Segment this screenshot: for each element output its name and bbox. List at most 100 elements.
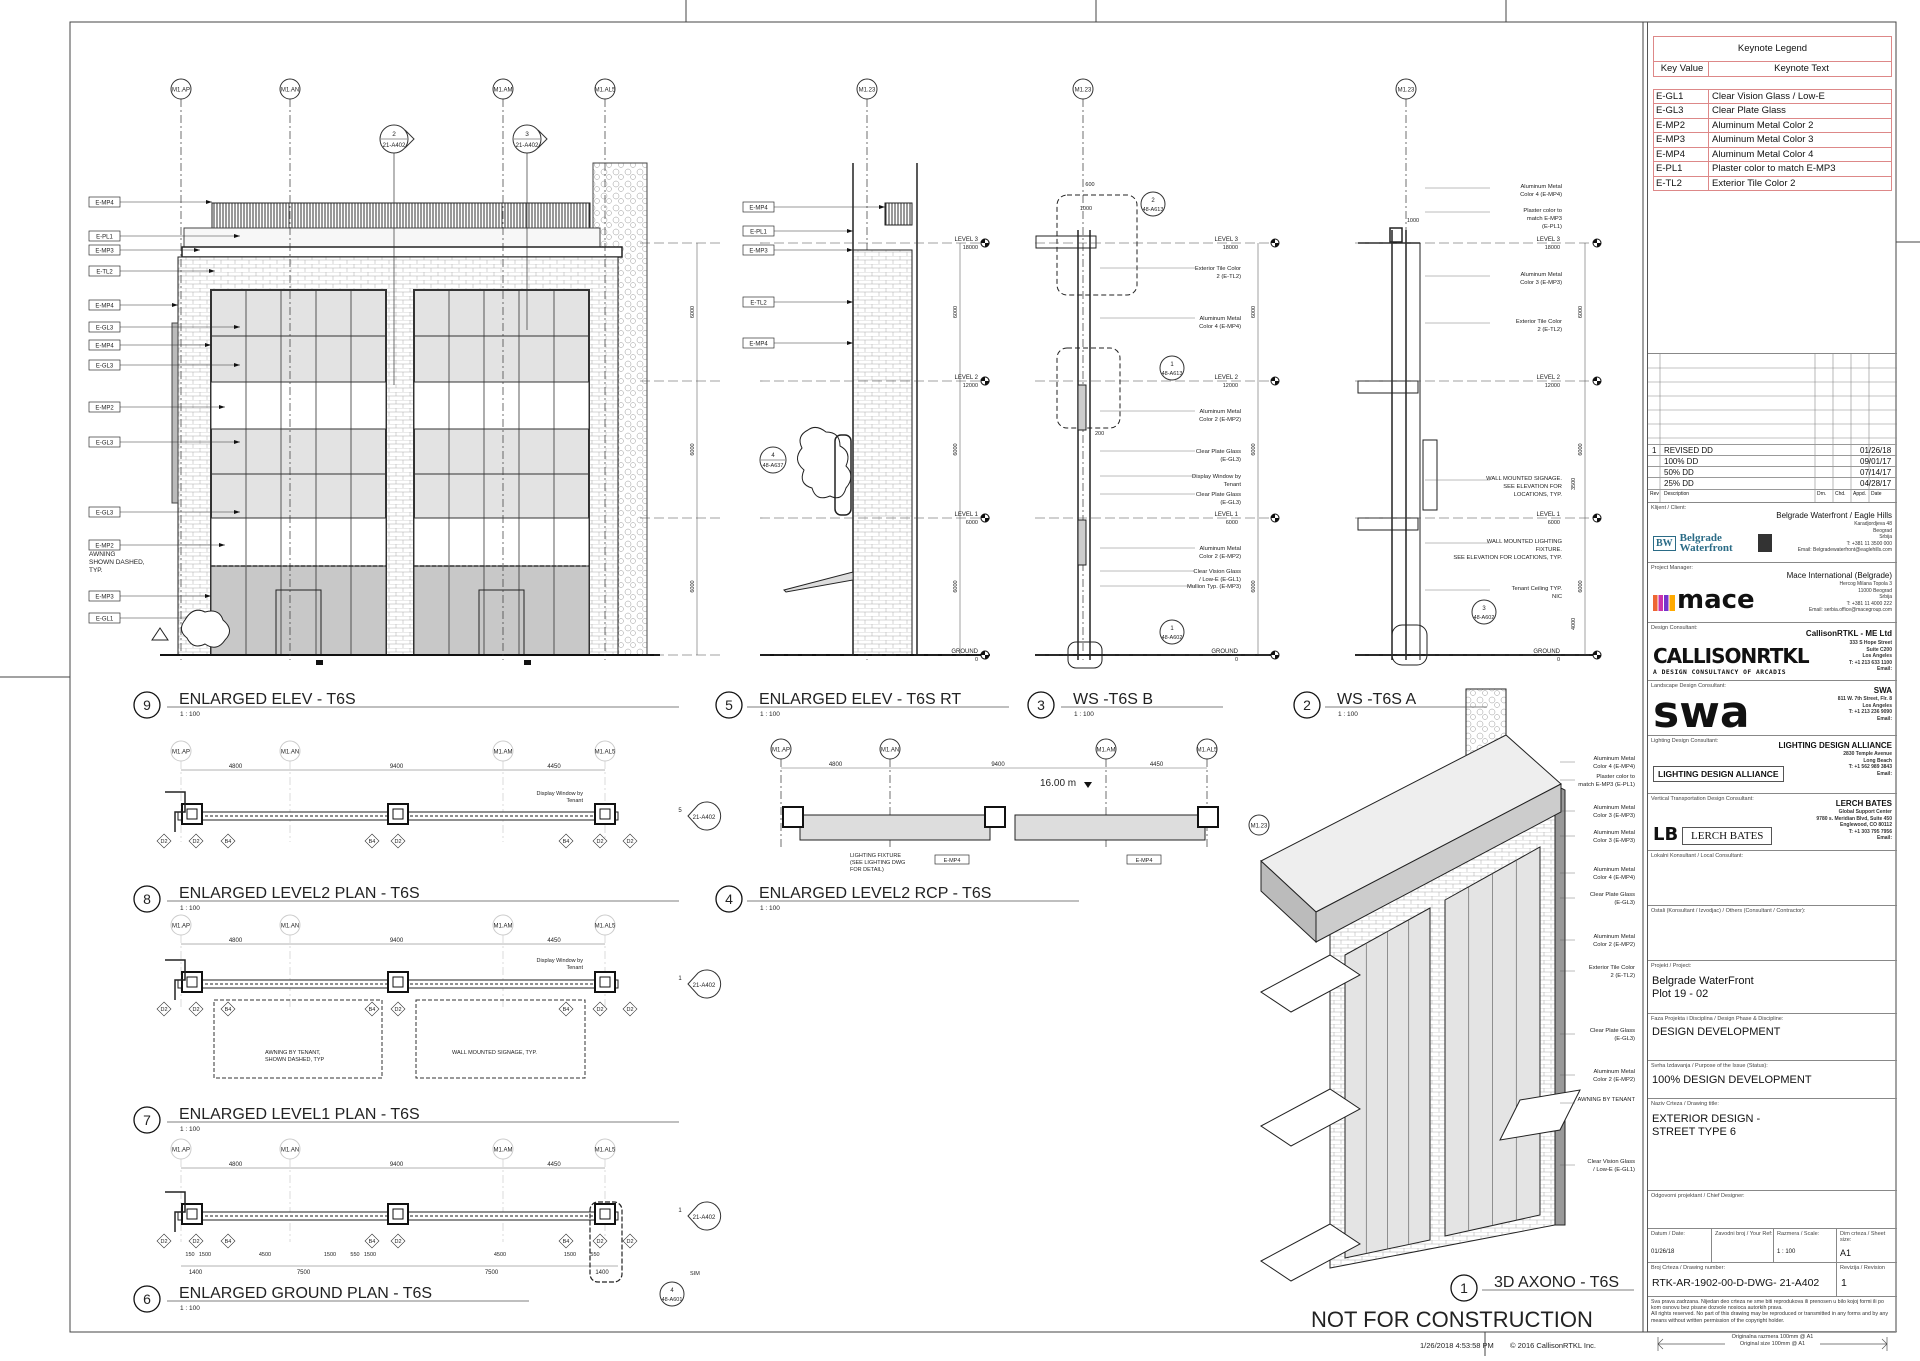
- view-scale: 1 : 100: [180, 1126, 200, 1133]
- callout-number: 3: [525, 131, 529, 138]
- dimension-value: 4800: [829, 762, 843, 768]
- ceiling-band: [799, 814, 991, 841]
- revision-description: REVISED DD: [1664, 446, 1713, 455]
- level-name: LEVEL 3: [1215, 237, 1239, 243]
- view-scale: 1 : 100: [180, 711, 200, 718]
- dimension-value: 4450: [547, 1162, 561, 1168]
- wall-section-note: 2 (E-TL2): [1538, 327, 1563, 333]
- detail-callout-icon: [1159, 355, 1185, 381]
- address-line: T: +381 11 3500 000: [1846, 540, 1892, 547]
- revision-date: 09/01/17: [1860, 457, 1892, 466]
- plan-tag: D2: [626, 1007, 633, 1013]
- view-scale: 1 : 100: [760, 711, 780, 718]
- address-line: Beograd: [1873, 527, 1892, 534]
- dimension-value: 6000: [1251, 306, 1257, 318]
- awning-outline: [213, 999, 383, 1079]
- grid-label: M1.23: [1075, 88, 1092, 94]
- view-title: ENLARGED LEVEL1 PLAN - T6S: [179, 1106, 420, 1123]
- callout-sheet: 21-A402: [383, 143, 406, 149]
- transom-band: [210, 517, 387, 567]
- drawing-number-label: Broj Crteza / Drawing number:: [1651, 1265, 1725, 1271]
- plan-tag: D2: [394, 1239, 401, 1245]
- elevation-9-awning-note: AWNING SHOWN DASHED, TYP.: [89, 551, 230, 648]
- dimension-value: 7500: [297, 1270, 311, 1276]
- dimension-value: 6000: [1578, 306, 1584, 318]
- plan-tag-icon: [220, 1001, 236, 1017]
- level-elevation: 12000: [963, 383, 978, 389]
- eagle-hills-logo-icon: [1757, 534, 1772, 552]
- wall-section-note: Mullion Typ. (E-MP3): [1187, 584, 1241, 590]
- shopfront-glass: [210, 565, 387, 656]
- column-core: [599, 808, 611, 820]
- axo-note: AWNING BY TENANT: [1577, 1097, 1635, 1103]
- grid-bubble: [170, 78, 192, 100]
- callout-number: 1: [1170, 626, 1174, 632]
- wall-section-note: Color 3 (E-MP3): [1520, 280, 1562, 286]
- dimension-value: 1500: [564, 1252, 576, 1258]
- view-number-icon: [133, 1285, 161, 1313]
- purpose-section: Svrha Izdavanja / Purpose of the Issue (…: [1648, 1060, 1897, 1098]
- dimension-value: 6000: [690, 443, 696, 455]
- callout-number: 2: [392, 131, 396, 138]
- grid-label: M1.AP: [172, 750, 190, 756]
- legend-text: Clear Vision Glass / Low-E: [1712, 90, 1825, 102]
- view-number-icon: [133, 885, 161, 913]
- revision-label: Revizija / Revision: [1840, 1265, 1885, 1271]
- level-elevation: 0: [1235, 657, 1238, 663]
- wall-section-note: match E-MP3: [1527, 216, 1562, 222]
- keynote-tag-label: E-MP4: [749, 205, 768, 211]
- level-elevation: 18000: [1223, 245, 1238, 251]
- legend-text: Plaster color to match E-MP3: [1712, 163, 1836, 175]
- keynote-tag-label: E-MP4: [95, 200, 114, 206]
- plan-tag-icon: [558, 1001, 574, 1017]
- dimension-value: 6000: [953, 443, 959, 455]
- rcp-note: FOR DETAIL): [850, 867, 884, 873]
- dimension-value: 1400: [189, 1270, 203, 1276]
- dimension-value: 550: [350, 1252, 359, 1258]
- grid-bubble: [1072, 78, 1094, 100]
- view-number: 2: [1303, 697, 1311, 713]
- grid-bubble: [1395, 78, 1417, 100]
- dimension-value: 4800: [229, 764, 243, 770]
- level-name: LEVEL 2: [1215, 375, 1239, 381]
- address-line: T: +381 11 4000 222: [1846, 600, 1892, 607]
- rights-section: Sva prava zadrzana. Nijedan deo crteza n…: [1648, 1296, 1897, 1332]
- axo-note: Clear Vision Glass: [1587, 1159, 1635, 1165]
- level-name: GROUND: [951, 649, 978, 655]
- level-elevation: 0: [975, 657, 978, 663]
- detail-callout-icon: [1471, 599, 1497, 625]
- plan-tag-icon: [390, 1233, 406, 1249]
- level-elevation: 12000: [1545, 383, 1560, 389]
- leader-arrow-icon: [847, 341, 853, 345]
- column-core: [392, 976, 404, 988]
- revision-number: 1: [1841, 1277, 1847, 1289]
- wall-section-note: Clear Plate Glass: [1196, 492, 1241, 498]
- grid-bubble: [492, 740, 514, 762]
- section-ref-number: 1: [678, 1208, 682, 1214]
- plan-tag: D2: [160, 1239, 167, 1245]
- dimension-value: 1000: [1080, 206, 1092, 212]
- grid-label: M1.AP: [172, 1148, 190, 1154]
- keynote-tag-label: E-GL3: [96, 440, 114, 446]
- keynote-tag-label: E-GL3: [96, 325, 114, 331]
- leader-arrow-icon: [209, 269, 215, 273]
- address-line: Los Angeles: [1862, 702, 1892, 709]
- view-title: ENLARGED GROUND PLAN - T6S: [179, 1285, 432, 1302]
- plan-note: SHOWN DASHED, TYP: [265, 1057, 325, 1063]
- legend-text: Clear Plate Glass: [1712, 105, 1786, 117]
- level-marker-fill: [1593, 377, 1601, 385]
- grid-label: M1.AL5: [595, 924, 616, 930]
- axo-note: Color 4 (E-MP4): [1593, 764, 1635, 770]
- phase-label: Faza Projekta i Disciplina / Design Phas…: [1651, 1016, 1784, 1022]
- level-name: LEVEL 2: [1537, 375, 1561, 381]
- mace-logo-bars-icon: [1653, 595, 1675, 611]
- keynote-tag: [1126, 854, 1162, 865]
- dimension-value: 1500: [199, 1252, 211, 1258]
- keynote-tag-label: E-MP4: [749, 341, 768, 347]
- grid-bubble: [1248, 814, 1270, 836]
